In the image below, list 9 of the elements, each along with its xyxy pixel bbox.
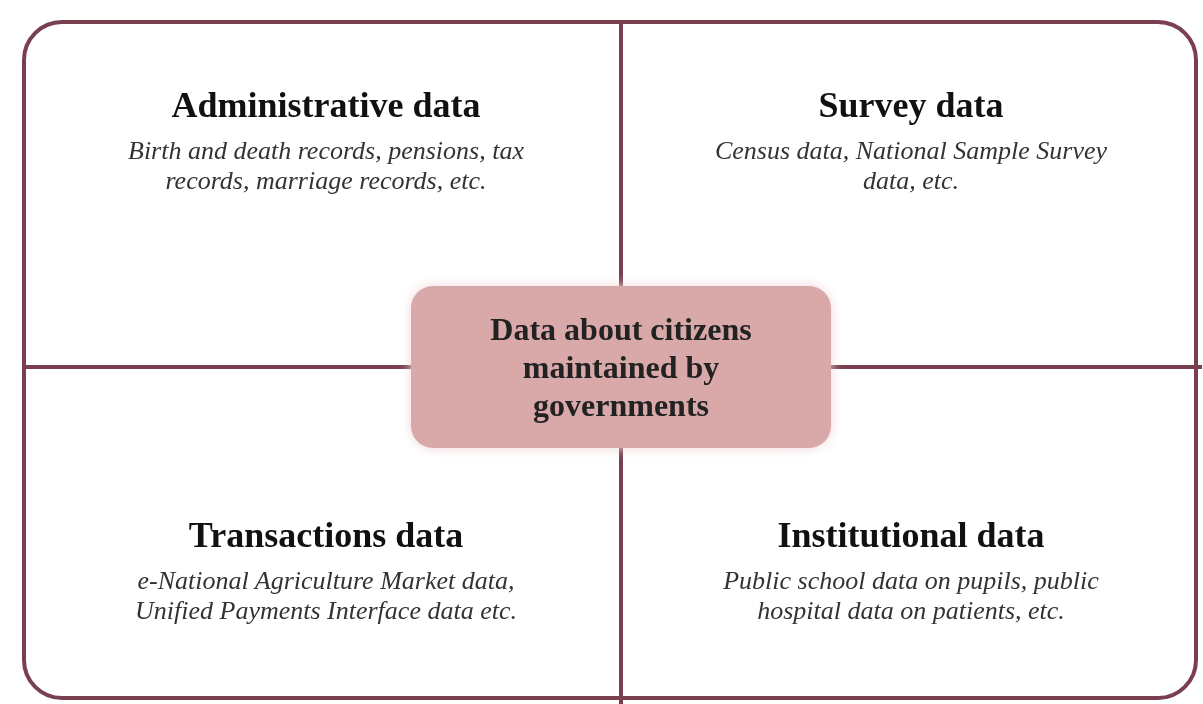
center-box: Data about citizens maintained by governments (411, 286, 831, 448)
panel-heading: Administrative data (171, 84, 481, 126)
panel-description: Birth and death records, pensions, tax records, marriage records, etc. (127, 136, 525, 196)
panel-heading: Institutional data (777, 514, 1045, 556)
panel-description: Public school data on pupils, public hospital data on patients, etc. (722, 566, 1100, 626)
panel-heading: Transactions data (188, 514, 464, 556)
panel-description: Census data, National Sample Survey data, etc. (713, 136, 1109, 196)
panel-description: e-National Agriculture Market data, Unified Payments Interface data etc. (134, 566, 518, 626)
panel-heading: Survey data (818, 84, 1004, 126)
